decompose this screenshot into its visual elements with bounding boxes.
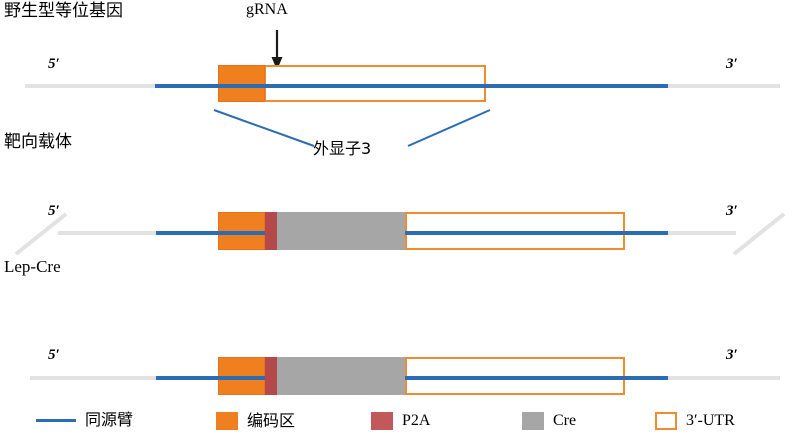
legend-item-homology-arm: 同源臂 (36, 412, 133, 428)
legend-label-coding-region: 编码区 (247, 411, 296, 430)
genomic-flank-right-row1 (668, 84, 780, 88)
genomic-flank-left-row3 (30, 376, 158, 380)
legend-item-coding-region: 编码区 (216, 412, 295, 430)
p2a-box-row2 (265, 212, 277, 250)
utr-swatch-icon (655, 412, 677, 430)
vector-break-left-row2 (14, 212, 68, 256)
p2a-swatch-icon (371, 412, 393, 430)
coding-region-swatch-icon (216, 412, 238, 430)
legend-item-utr: 3′-UTR (655, 412, 735, 430)
homology-arm-swatch-icon (36, 418, 76, 422)
homology-arm-overlay-b-row3 (405, 376, 626, 380)
row-label-wild-type-allele: 野生型等位基因 (4, 1, 123, 20)
genomic-flank-right-row3 (668, 376, 780, 380)
grna-arrow-icon (271, 30, 283, 70)
legend-label-p2a: P2A (402, 412, 431, 429)
three-prime-label-row2: 3′ (726, 203, 738, 219)
legend-item-cre: Cre (522, 412, 576, 430)
three-prime-label-row3: 3′ (726, 347, 738, 363)
vector-flank-right-row2 (668, 231, 736, 235)
exon-callout-lines (213, 109, 491, 147)
genomic-flank-left-row1 (25, 84, 157, 88)
exon-label: 外显子3 (313, 139, 372, 158)
three-prime-label-row1: 3′ (726, 56, 738, 72)
utr-box-row1 (264, 65, 486, 102)
cre-box-row3 (277, 357, 405, 395)
homology-arm-overlay-a-row2 (218, 231, 265, 235)
legend-label-utr: 3′-UTR (686, 412, 735, 429)
homology-arm-overlay-b-row2 (405, 231, 626, 235)
p2a-box-row3 (265, 357, 277, 395)
legend-label-cre: Cre (553, 412, 577, 429)
vector-break-right-row2 (732, 212, 786, 256)
legend-item-p2a: P2A (371, 412, 430, 430)
vector-flank-left-row2 (58, 231, 158, 235)
coding-region-box-row1 (218, 65, 265, 102)
grna-label: gRNA (246, 1, 288, 18)
homology-arm-overlay-row1 (218, 84, 486, 88)
row-label-targeting-vector: 靶向载体 (4, 132, 72, 151)
five-prime-label-row1: 5′ (48, 56, 60, 72)
homology-arm-overlay-a-row3 (218, 376, 265, 380)
five-prime-label-row2: 5′ (48, 203, 60, 219)
row-label-lep-cre: Lep-Cre (4, 257, 61, 276)
five-prime-label-row3: 5′ (48, 347, 60, 363)
legend-label-homology-arm: 同源臂 (85, 410, 134, 429)
cre-box-row2 (277, 212, 405, 250)
cre-swatch-icon (522, 412, 544, 430)
